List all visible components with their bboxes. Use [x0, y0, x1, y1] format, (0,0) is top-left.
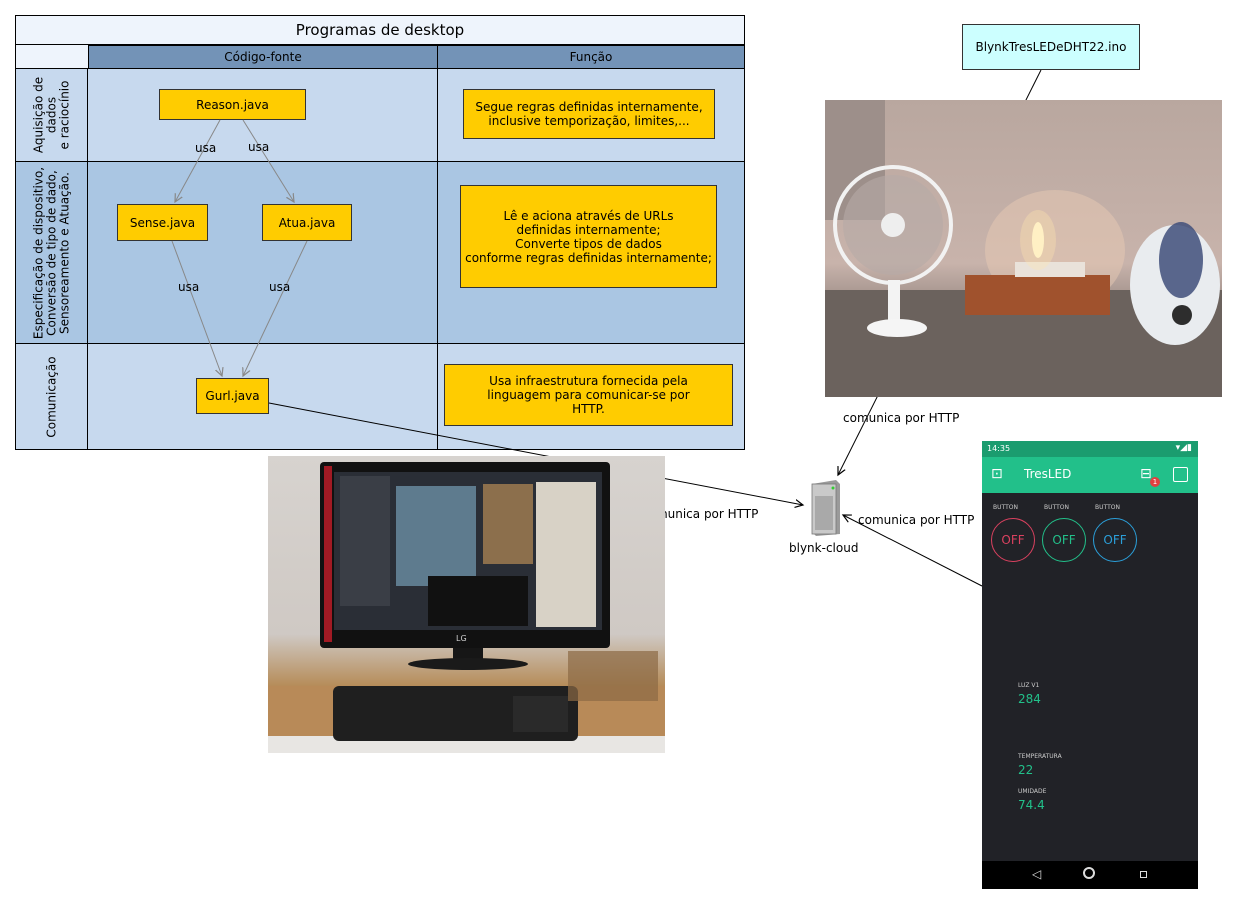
phone-time: 14:35	[987, 444, 1011, 453]
column-header-function: Função	[437, 45, 745, 69]
stop-icon[interactable]	[1173, 467, 1188, 482]
lane-label-line: Aquisição de	[31, 76, 45, 154]
button-caption: BUTTON	[1095, 504, 1120, 511]
value-caption-humidity: UMIDADE	[1018, 788, 1047, 795]
communication-function-box[interactable]: Usa infraestrutura fornecida pela lingua…	[444, 364, 733, 426]
edge-label-usa: usa	[178, 280, 200, 294]
lane-label-line: Comunicação	[44, 355, 58, 438]
button-caption: BUTTON	[1044, 504, 1069, 511]
value-caption-light: LUZ V1	[1018, 682, 1040, 689]
server-label: blynk-cloud	[789, 541, 859, 555]
led-button-3[interactable]: OFF	[1093, 518, 1137, 562]
app-toolbar: ⊡ TresLED ⊟ 1	[982, 457, 1198, 493]
button-caption: BUTTON	[993, 504, 1018, 511]
monitor-brand: LG	[456, 634, 467, 643]
lane-header-device: Especificação de dispositivo,Conversão d…	[15, 161, 88, 344]
desktop-photo-drawing	[268, 462, 665, 753]
value-caption-temperature: TEMPERATURA	[1018, 753, 1062, 760]
atua-java-box[interactable]: Atua.java	[262, 204, 352, 241]
edge-label-http-ino: comunica por HTTP	[843, 411, 960, 425]
desktop-photo: LG	[268, 456, 665, 753]
edge-label-usa: usa	[248, 140, 270, 154]
lane-label-line: Sensoreamento e Atuação.	[57, 171, 71, 334]
pool-title: Programas de desktop	[15, 15, 745, 45]
reason-java-box[interactable]: Reason.java	[159, 89, 306, 120]
gurl-java-box[interactable]: Gurl.java	[196, 378, 269, 414]
value-light: 284	[1018, 692, 1041, 706]
device-status-icon[interactable]: ⊟	[1140, 466, 1152, 482]
edge-label-http-phone: comunica por HTTP	[858, 513, 975, 527]
device-function-box[interactable]: Lê e aciona através de URLs definidas in…	[460, 185, 717, 288]
back-icon[interactable]: ◁	[1032, 867, 1042, 881]
lane-label-line: Especificação de dispositivo,	[31, 166, 45, 339]
phone-nav-bar: ◁	[982, 861, 1198, 889]
ino-file-box[interactable]: BlynkTresLEDeDHT22.ino	[962, 24, 1140, 70]
device-icon[interactable]: ⊡	[991, 466, 1003, 482]
value-temperature: 22	[1018, 763, 1034, 777]
lane-label-line: e raciocínio	[57, 80, 71, 150]
value-humidity: 74.4	[1018, 798, 1045, 812]
led-button-1[interactable]: OFF	[991, 518, 1035, 562]
edge-label-http-desktop: comunica por HTTP	[642, 507, 759, 521]
signal-icon: ▾◢▮	[1175, 443, 1192, 453]
column-header-source: Código-fonte	[88, 45, 438, 69]
blynk-phone-screen: 14:35 ▾◢▮ ⊡ TresLED ⊟ 1 BUTTON BUTTON BU…	[982, 441, 1198, 889]
server-icon	[806, 478, 842, 536]
notification-badge: 1	[1150, 477, 1160, 487]
hardware-photo	[825, 100, 1222, 397]
led-button-2[interactable]: OFF	[1042, 518, 1086, 562]
hardware-photo-drawing	[825, 100, 1222, 397]
recents-icon[interactable]	[1140, 871, 1147, 878]
lane-label-line: dados	[44, 96, 58, 134]
app-title: TresLED	[1024, 467, 1072, 481]
lane-header-communication: Comunicação	[15, 343, 88, 450]
edge-label-usa: usa	[195, 141, 217, 155]
lane-label-line: Conversão de tipo de dado,	[44, 169, 58, 336]
edge-label-usa: usa	[269, 280, 291, 294]
reason-function-box[interactable]: Segue regras definidas internamente, inc…	[463, 89, 715, 139]
lane2-source-cell	[87, 161, 438, 344]
pool-corner	[15, 45, 88, 69]
phone-status-bar: 14:35 ▾◢▮	[982, 441, 1198, 457]
sense-java-box[interactable]: Sense.java	[117, 204, 208, 241]
home-icon[interactable]	[1083, 867, 1095, 879]
